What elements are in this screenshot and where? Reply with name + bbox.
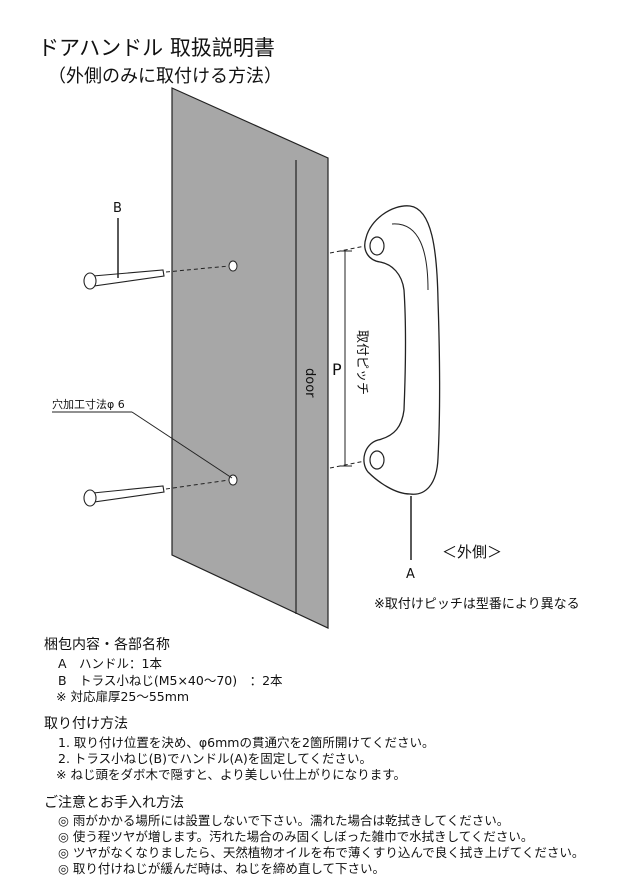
handle-hole-upper — [369, 236, 385, 256]
page-title: ドアハンドル 取扱説明書 — [38, 36, 275, 60]
care-item: ◎ 取り付けねじが緩んだ時は、ねじを締め直して下さい。 — [58, 861, 386, 876]
handle-contour — [391, 223, 429, 291]
door-handle — [363, 205, 441, 495]
contents-heading: 梱包内容・各部名称 — [44, 637, 170, 653]
care-item: ◎ 使う程ツヤが増します。汚れた場合のみ固くしぼった雑巾で水拭きしてください。 — [58, 829, 534, 844]
installation-diagram: door P 取付ピッチ B 穴加工寸法φ 6 A ＜外側＞ ※取付けピッチは型… — [52, 87, 580, 629]
door-panel — [171, 87, 329, 629]
install-step-1: 1. 取り付け位置を決め、φ6mmの貫通穴を2箇所開けてください。 — [58, 735, 435, 750]
install-step-2: 2. トラス小ねじ(B)でハンドル(A)を固定してください。 — [58, 751, 373, 766]
screw-upper — [83, 269, 165, 290]
handle-hole-lower — [369, 450, 385, 470]
contents-line-a: A ハンドル：1本 — [58, 656, 163, 671]
label-b: B — [113, 201, 122, 216]
install-note: ※ ねじ頭をダボ木で隠すと、より美しい仕上がりになります。 — [56, 767, 406, 782]
pitch-p-label: P — [332, 360, 342, 379]
care-item: ◎ ツヤがなくなりましたら、天然植物オイルを布で薄くすり込んで良く拭き上げてくだ… — [58, 845, 585, 860]
pitch-note: ※取付けピッチは型番により異なる — [374, 597, 580, 612]
page-subtitle: （外側のみに取付ける方法） — [48, 66, 282, 87]
pitch-dimension — [340, 250, 352, 467]
care-heading: ご注意とお手入れ方法 — [44, 795, 184, 811]
label-a: A — [406, 567, 415, 582]
care-item: ◎ 雨がかかる場所には設置しないで下さい。濡れた場合は乾拭きしてください。 — [58, 813, 510, 828]
contents-note: ※ 対応扉厚25～55mm — [56, 689, 190, 704]
outside-label: ＜外側＞ — [442, 543, 502, 561]
screw-lower — [83, 485, 165, 507]
install-heading: 取り付け方法 — [44, 716, 128, 732]
contents-line-b: B トラス小ねじ(M5×40～70) ：2本 — [58, 673, 283, 688]
guide-lines — [165, 244, 371, 490]
door-label: door — [302, 368, 317, 398]
pitch-label: 取付ピッチ — [354, 330, 369, 395]
door-hole-upper — [228, 260, 238, 272]
hole-label-leader — [131, 411, 233, 479]
hole-size-label: 穴加工寸法φ 6 — [52, 397, 125, 411]
